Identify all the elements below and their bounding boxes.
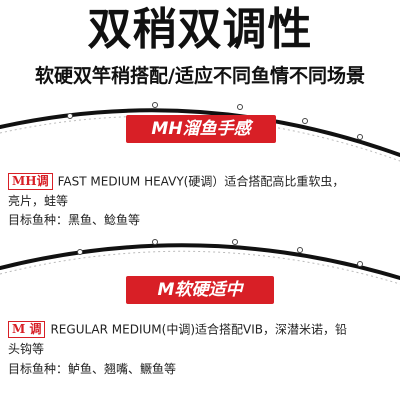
mh-desc-line2: 亮片，蛙等 (8, 194, 69, 208)
m-feel-badge: M软硬适中 (126, 276, 274, 304)
rod-tip-m-image (0, 239, 400, 285)
m-tag: M 调 (8, 321, 46, 338)
page-title: 双稍双调性 (87, 4, 313, 55)
m-desc-line1: REGULAR MEDIUM(中调)适合搭配VIB，深潜米诺，铅 (50, 322, 347, 337)
mh-feel-badge: MH溜鱼手感 (126, 115, 276, 143)
mh-description: MH调 FAST MEDIUM HEAVY(硬调）适合搭配高比重软虫， (8, 172, 394, 191)
m-desc-line2: 头钩等 (8, 342, 45, 356)
m-target-fish: 目标鱼种：鲈鱼、翘嘴、鳜鱼等 (8, 362, 177, 376)
m-description: M 调 REGULAR MEDIUM(中调)适合搭配VIB，深潜米诺，铅 (8, 320, 394, 339)
mh-target-fish: 目标鱼种：黑鱼、鲶鱼等 (8, 213, 141, 227)
page-subtitle: 软硬双竿稍搭配/适应不同鱼情不同场景 (35, 65, 365, 87)
mh-tag: MH调 (8, 173, 53, 190)
mh-desc-line1: FAST MEDIUM HEAVY(硬调）适合搭配高比重软虫， (57, 174, 345, 189)
